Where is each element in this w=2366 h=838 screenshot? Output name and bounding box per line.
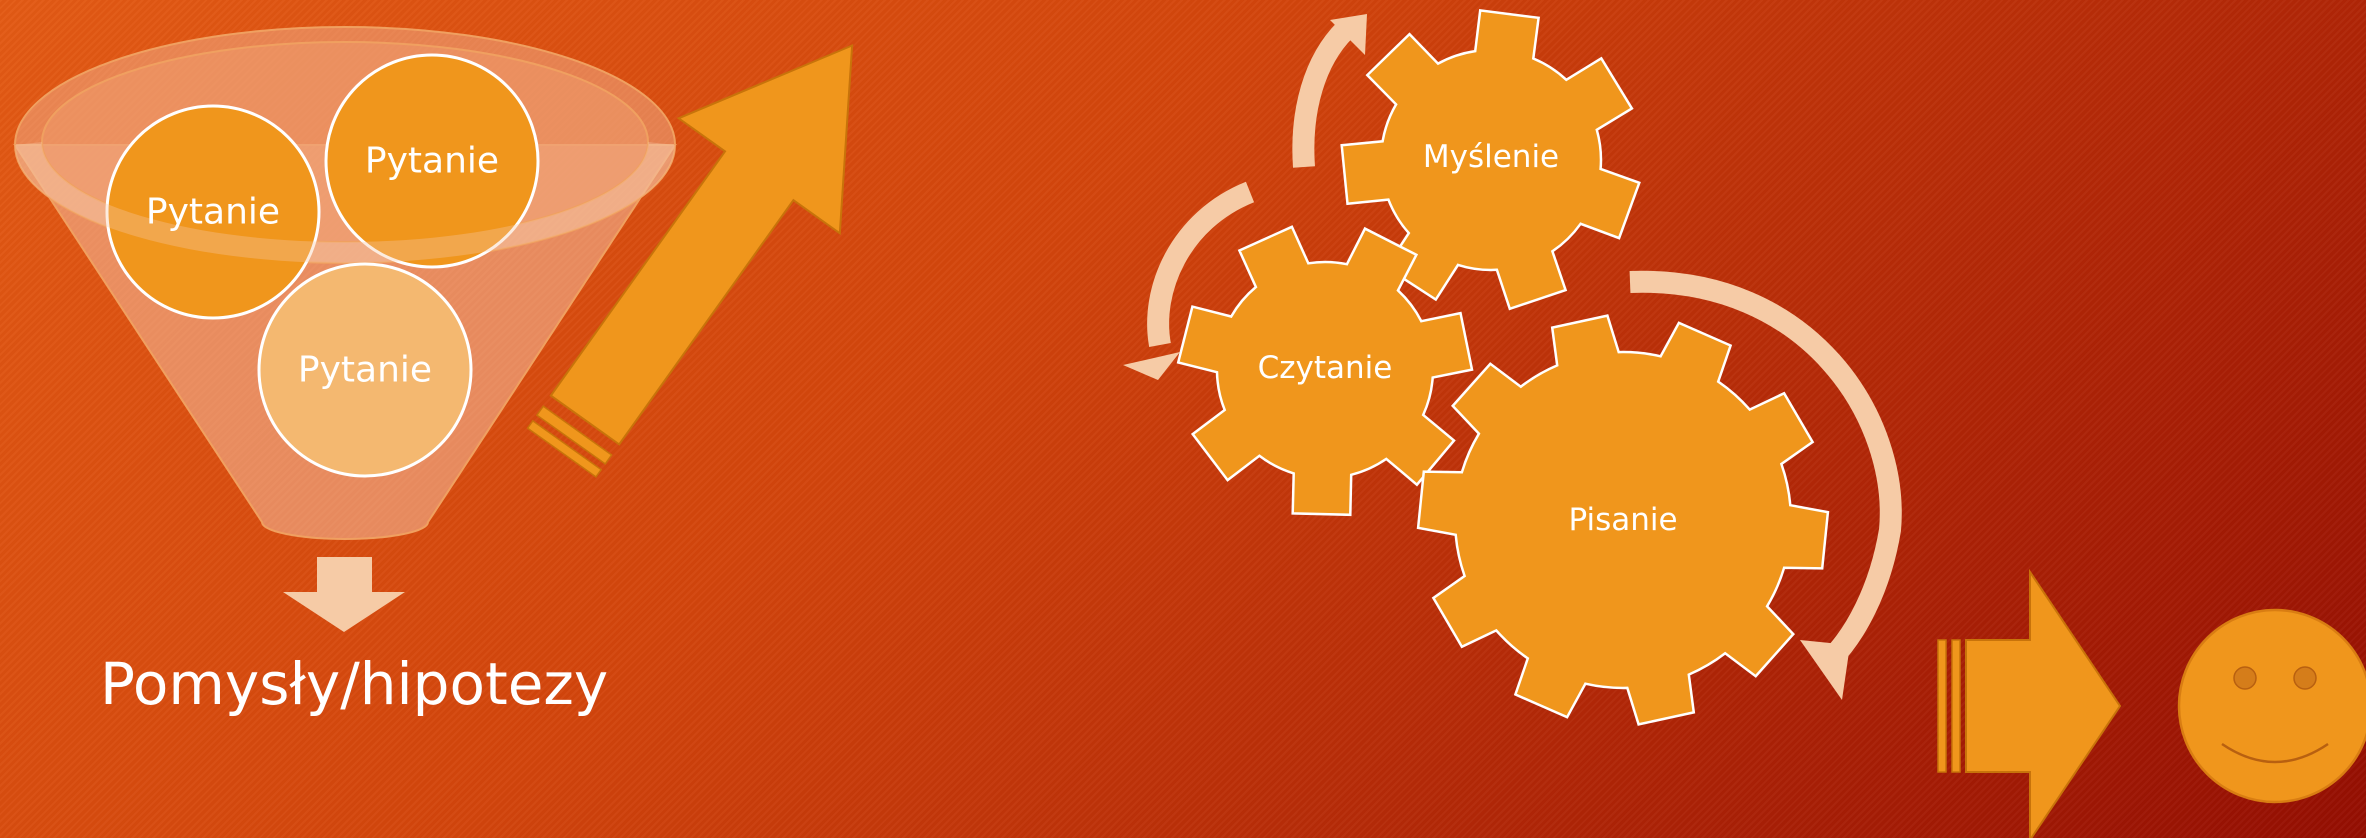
gear-icon-reading xyxy=(1176,225,1474,517)
curved-arrow-icon-top xyxy=(1292,14,1367,168)
curved-arrow-icon-left xyxy=(1123,181,1255,380)
question-circle-3 xyxy=(257,262,473,478)
question-label-3: Pytanie xyxy=(297,349,433,391)
funnel-caption: Pomysły/hipotezy xyxy=(100,650,609,718)
gear-shape xyxy=(1340,9,1641,311)
gear-label-writing: Pisanie xyxy=(1568,502,1678,538)
question-circle-2 xyxy=(324,53,540,269)
gear-icon-thinking xyxy=(1340,9,1641,311)
gear-label-thinking: Myślenie xyxy=(1422,139,1560,175)
striped-arrow-up-right-icon xyxy=(526,43,854,479)
funnel-rim-front xyxy=(15,142,675,263)
question-label-1: Pytanie xyxy=(145,191,281,233)
block-arrow-down-icon xyxy=(283,557,405,632)
gear-icon-writing xyxy=(1416,314,1830,726)
gear-shape xyxy=(1416,314,1830,726)
gear-label-reading: Czytanie xyxy=(1257,350,1393,386)
gear-shape xyxy=(1176,225,1474,517)
striped-arrow-right-icon xyxy=(1937,568,2122,838)
curved-arrow-icon-right xyxy=(1629,270,1902,700)
smiley-face-icon xyxy=(2177,608,2366,804)
question-label-2: Pytanie xyxy=(364,140,500,182)
question-circle-1 xyxy=(105,104,321,320)
